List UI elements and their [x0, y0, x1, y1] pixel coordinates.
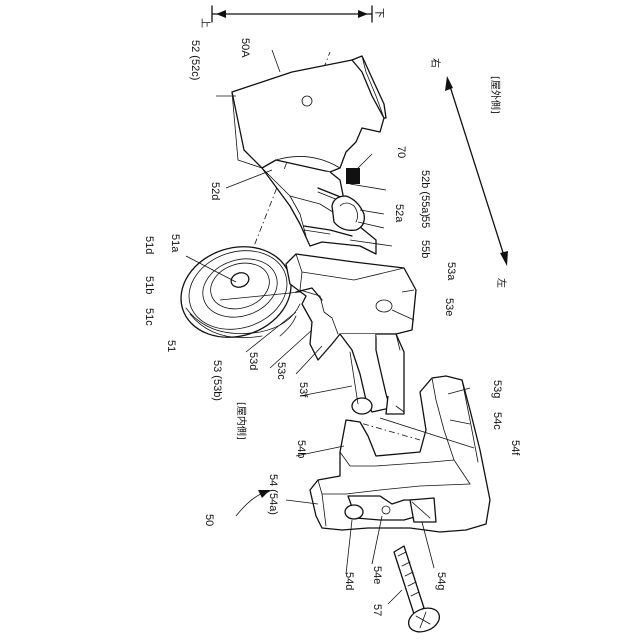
left-label: 左: [495, 278, 508, 288]
label-53a: 53a: [445, 262, 457, 281]
label-55b: 55b: [419, 240, 431, 258]
down-label: 下: [373, 8, 384, 18]
label-70: 70: [395, 146, 407, 158]
label-51: 51: [165, 340, 177, 352]
label-53d: 53d: [247, 352, 259, 370]
label-50A: 50A: [239, 38, 251, 58]
label-54c: 54c: [491, 412, 503, 430]
label-53c: 53c: [275, 362, 287, 380]
right-label: 右: [429, 58, 442, 68]
label-51a: 51a: [169, 234, 181, 253]
label-53f: 53f: [297, 382, 309, 398]
label-52b: 52b (55a): [419, 170, 431, 217]
label-54b: 54b: [295, 440, 307, 458]
label-53e: 53e: [443, 298, 455, 316]
label-53: 53 (53b): [211, 360, 223, 401]
label-50: 50: [203, 514, 215, 526]
label-52d: 52d: [209, 182, 221, 200]
label-57: 57: [371, 604, 383, 616]
label-54: 54 (54a): [267, 474, 279, 515]
label-54g: 54g: [435, 572, 447, 590]
label-52a: 52a: [393, 204, 405, 223]
label-55: 55: [419, 216, 431, 228]
up-label: 上: [199, 18, 211, 28]
label-53g: 53g: [491, 380, 503, 398]
label-54d: 54d: [343, 572, 355, 590]
outdoor-side-label: [屋外側]: [489, 76, 502, 114]
label-51d: 51d: [143, 236, 155, 254]
label-52: 52 (52c): [189, 40, 201, 80]
up-down-arrow: [212, 6, 372, 22]
label-51c: 51c: [143, 308, 155, 326]
label-54e: 54e: [371, 566, 383, 584]
label-54f: 54f: [509, 440, 521, 456]
indoor-side-label: [屋内側]: [235, 402, 248, 440]
label-51b: 51b: [143, 276, 155, 294]
